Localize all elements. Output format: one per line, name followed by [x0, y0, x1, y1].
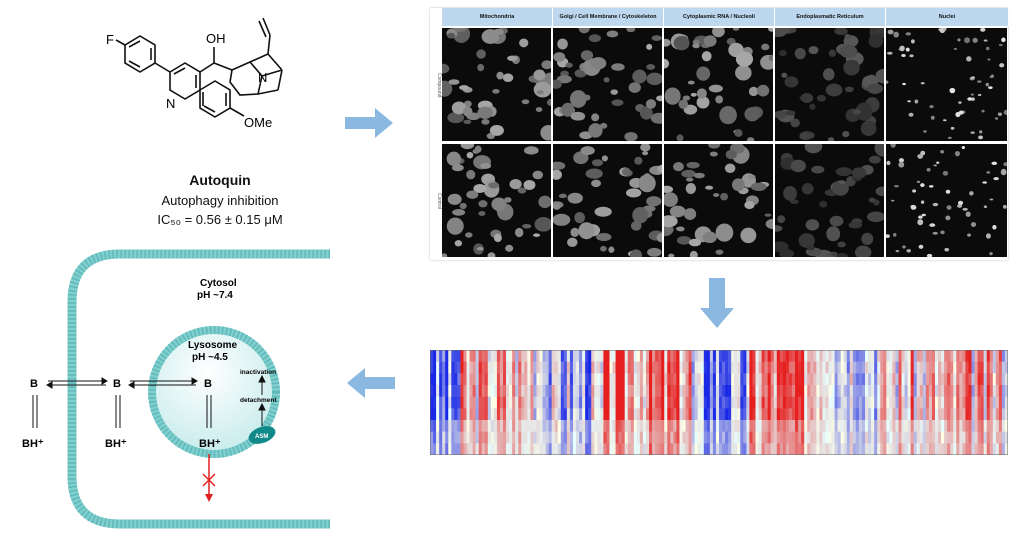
col-header-rna: Cytoplasmic RNA / Nucleoli: [664, 8, 775, 26]
compound-name: Autoquin: [189, 172, 251, 188]
base-outside: B: [30, 378, 38, 390]
detachment-label: detachment: [240, 397, 277, 404]
micrograph-tile: [442, 28, 551, 141]
inactivation-label: inactivation: [240, 369, 276, 376]
arrow-right: [345, 108, 393, 138]
micrograph-tile: [886, 28, 1007, 141]
micrograph-tile: [664, 144, 773, 257]
lysosome-label: Lysosome: [188, 340, 238, 351]
label-oh: OH: [206, 31, 226, 46]
asm-label: ASM: [255, 434, 268, 440]
micrograph-tile: [886, 144, 1007, 257]
protonated-cytosol: BH⁺: [105, 438, 127, 450]
label-f: F: [106, 32, 114, 47]
micrograph-tile: [553, 144, 662, 257]
cell-membrane: [67, 249, 330, 529]
cell-painting-panel: Mitochondria Golgi / Cell Membrane / Cyt…: [430, 8, 1009, 260]
micrograph-tile: [664, 28, 773, 141]
profile-heatmap: [430, 350, 1008, 455]
label-ome: OMe: [244, 115, 272, 130]
col-header-golgi: Golgi / Cell Membrane / Cytoskeleton: [553, 8, 664, 26]
autoquin-structure: F OH N N OMe: [106, 17, 283, 130]
base-lysosome: B: [204, 378, 212, 390]
label-n-quinuclidine: N: [258, 70, 267, 85]
col-header-nuclei: Nuclei: [886, 8, 1009, 26]
compound-ic50: IC₅₀ = 0.56 ± 0.15 μM: [157, 212, 283, 227]
row-label-compound: Compound: [436, 72, 442, 98]
lysosome-diagram: ASM Cytosol pH ~7.4 Lysosome pH ~4.5 B B…: [22, 249, 330, 529]
micrograph-tile: [442, 144, 551, 257]
base-cytosol: B: [113, 378, 121, 390]
label-n-quinoline: N: [166, 96, 175, 111]
protonated-outside: BH⁺: [22, 438, 44, 450]
cytosol-label: Cytosol: [200, 278, 237, 289]
protonated-lysosome: BH⁺: [199, 438, 221, 450]
arrow-down: [700, 278, 734, 328]
compound-activity: Autophagy inhibition: [161, 193, 279, 208]
micrograph-tile: [775, 144, 884, 257]
col-header-mitochondria: Mitochondria: [442, 8, 553, 26]
micrograph-tile: [553, 28, 662, 141]
arrow-left: [347, 368, 395, 398]
lysosome-ph: pH ~4.5: [192, 352, 228, 363]
row-label-control: Control: [436, 192, 442, 210]
col-header-er: Endoplasmatic Reticulum: [775, 8, 886, 26]
asm-enzyme: [248, 426, 276, 444]
micrograph-tile: [775, 28, 884, 141]
cytosol-ph: pH ~7.4: [197, 290, 233, 301]
